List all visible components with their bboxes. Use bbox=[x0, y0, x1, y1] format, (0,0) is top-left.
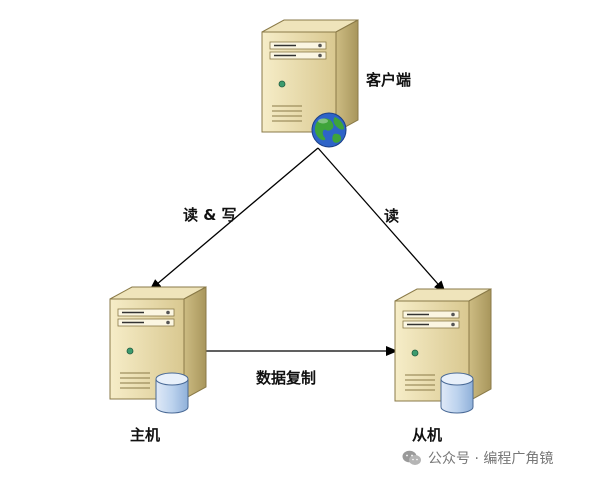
client-server-icon bbox=[261, 19, 359, 133]
replication-label: 数据复制 bbox=[256, 369, 317, 387]
edge-client-to-master bbox=[149, 147, 319, 291]
read-label: 读 bbox=[384, 207, 400, 225]
wechat-icon bbox=[402, 450, 421, 465]
watermark: 公众号 · 编程广角镜 bbox=[402, 448, 553, 468]
edge-client-to-slave bbox=[317, 147, 446, 293]
watermark-text: 公众号 · 编程广角镜 bbox=[428, 451, 554, 467]
slave-label: 从机 bbox=[412, 426, 443, 444]
master-database-icon bbox=[155, 372, 189, 414]
master-label: 主机 bbox=[130, 426, 161, 444]
client-label: 客户端 bbox=[366, 71, 412, 89]
slave-database-icon bbox=[440, 372, 474, 414]
read-write-label: 读 & 写 bbox=[183, 206, 237, 224]
globe-icon bbox=[311, 112, 347, 148]
